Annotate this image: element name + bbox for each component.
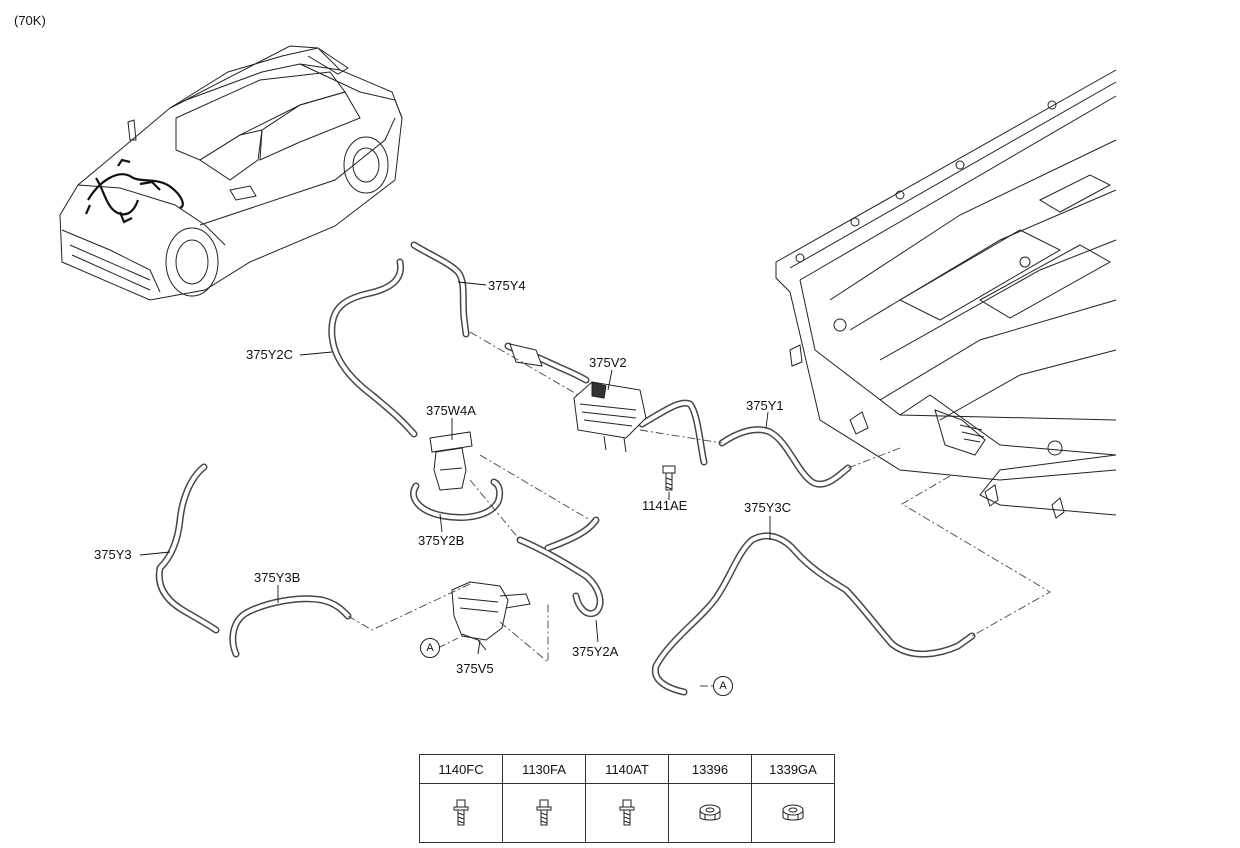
hardware-icon-row [419,783,835,843]
flange-bolt-icon [502,783,586,843]
connector-ref-left: A [420,638,440,658]
component-375w4a [429,431,473,491]
label-375v5[interactable]: 375V5 [456,661,494,676]
label-375w4a[interactable]: 375W4A [426,403,476,418]
hardware-code[interactable]: 13396 [668,754,752,784]
label-375y3[interactable]: 375Y3 [94,547,132,562]
component-375v5 [451,581,531,651]
hardware-code[interactable]: 1339GA [751,754,835,784]
hardware-header-row: 1140FC 1130FA 1140AT 13396 1339GA [419,754,835,784]
label-375y4[interactable]: 375Y4 [488,278,526,293]
label-375y2b[interactable]: 375Y2B [418,533,465,548]
bolt-1141ae [662,465,676,491]
variant-code: (70K) [14,13,46,28]
connector-ref-right: A [713,676,733,696]
hardware-table: 1140FC 1130FA 1140AT 13396 1339GA [419,754,835,843]
label-375y3b[interactable]: 375Y3B [254,570,301,585]
flange-bolt-icon [419,783,503,843]
label-375y2c[interactable]: 375Y2C [246,347,293,362]
hardware-code[interactable]: 1140AT [585,754,669,784]
hardware-code[interactable]: 1140FC [419,754,503,784]
connection-lines [347,331,1051,687]
vehicle-illustration [59,45,403,301]
label-375y1[interactable]: 375Y1 [746,398,784,413]
label-1141ae[interactable]: 1141AE [642,498,688,513]
nut-icon [668,783,752,843]
hardware-code[interactable]: 1130FA [502,754,586,784]
hose-shapes [155,241,976,696]
battery-pack [775,69,1117,519]
component-375v2 [509,343,647,453]
label-375v2[interactable]: 375V2 [589,355,627,370]
label-375y2a[interactable]: 375Y2A [572,644,619,659]
flange-bolt-icon [585,783,669,843]
leader-lines [139,281,771,655]
label-375y3c[interactable]: 375Y3C [744,500,791,515]
nut-icon [751,783,835,843]
